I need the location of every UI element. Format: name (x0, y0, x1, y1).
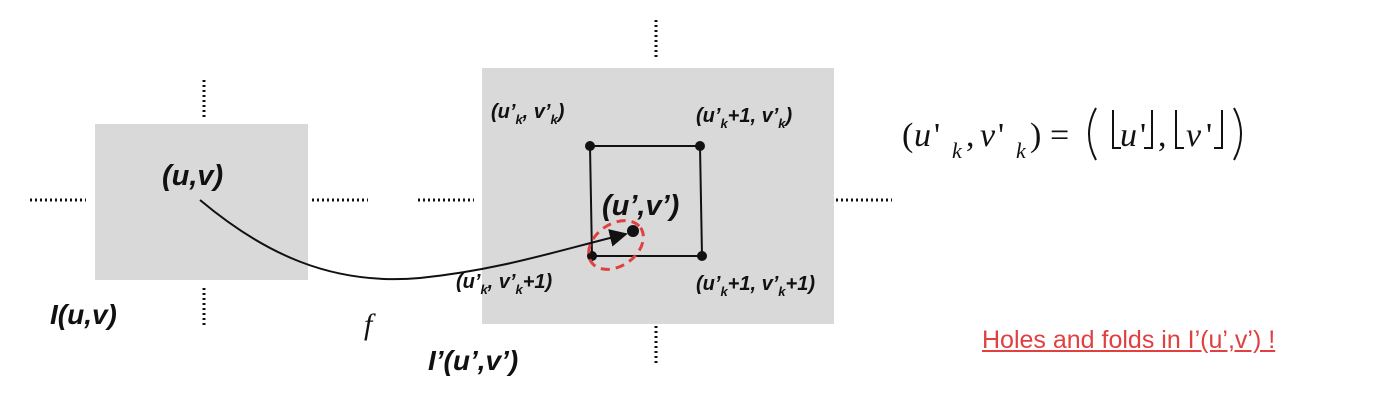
mapped-point-dot (627, 225, 639, 237)
corner-dot-top-left (585, 141, 595, 151)
formula-sub-k-1: k (952, 138, 963, 163)
target-image-label: I’(u’,v’) (428, 345, 518, 376)
corner-label-bottom-left: (u’k, v’k+1) (456, 271, 553, 297)
formula-rhs-u-prime: ' (1140, 117, 1146, 154)
formula-rhs-v-prime: ' (1206, 117, 1212, 154)
formula-lhs-close: ) (1030, 117, 1041, 154)
formula-v-prime: ' (998, 117, 1004, 154)
formula-v: v (980, 117, 996, 154)
floor-bracket-u-left (1112, 110, 1121, 149)
formula-rhs-comma: , (1158, 117, 1167, 154)
formula-big-paren-right (1233, 107, 1242, 161)
holes-and-folds-note: Holes and folds in I’(u’,v’) ! (982, 326, 1276, 354)
corner-label-bottom-right: (u’k+1, v’k+1) (696, 273, 815, 299)
rounding-formula: ( u ' k , v ' k ) = u ' , v ' (902, 107, 1242, 163)
formula-rhs-u: u (1120, 117, 1137, 154)
formula-sub-k-2: k (1016, 138, 1027, 163)
formula-lhs-open: ( (902, 117, 913, 154)
corner-dot-top-right (695, 141, 705, 151)
target-image-box (482, 68, 834, 324)
formula-equals: = (1050, 117, 1069, 154)
mapped-point-label: (u’,v’) (602, 190, 679, 222)
formula-u-prime: ' (934, 117, 940, 154)
formula-u: u (914, 117, 931, 154)
formula-comma: , (966, 117, 975, 154)
source-image-label: I(u,v) (50, 299, 117, 330)
floor-bracket-v-right (1214, 110, 1223, 149)
corner-label-top-right: (u’k+1, v’k) (696, 105, 793, 131)
formula-big-paren-left (1088, 107, 1097, 161)
highlight-ellipse (587, 219, 645, 271)
corner-label-top-left: (u’k, v’k) (491, 101, 565, 127)
formula-rhs-v: v (1186, 117, 1202, 154)
source-coord-label: (u,v) (162, 160, 223, 192)
mapping-function-label: f (364, 308, 376, 341)
corner-dot-bottom-left (587, 251, 597, 261)
mapping-arrow (199, 199, 628, 281)
floor-bracket-u-right (1144, 110, 1153, 149)
corner-dot-bottom-right (697, 251, 707, 261)
floor-bracket-v-left (1175, 110, 1184, 149)
